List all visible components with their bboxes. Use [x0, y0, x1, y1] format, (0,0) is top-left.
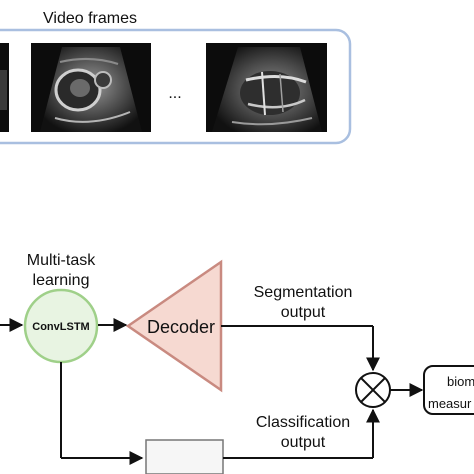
ultrasound-frame-partial: [0, 43, 9, 132]
classifier-box: [145, 439, 224, 474]
biometric-measurement-box: [423, 365, 474, 415]
multitask-label-line2: learning: [33, 272, 90, 289]
ultrasound-frame-1: [31, 43, 151, 132]
video-frames-title: Video frames: [43, 10, 137, 27]
frames-ellipsis: ...: [168, 85, 181, 102]
segmentation-output-line1: Segmentation: [254, 284, 353, 301]
classification-output-line2: output: [281, 434, 326, 451]
classification-output-line1: Classification: [256, 414, 350, 431]
convlstm-label: ConvLSTM: [32, 321, 89, 333]
biometric-label-line1: biom: [447, 374, 474, 389]
multitask-label-line1: Multi-task: [27, 252, 96, 269]
multiply-node: [355, 372, 391, 408]
ultrasound-frame-2: [206, 43, 327, 132]
segmentation-output-line2: output: [281, 304, 326, 321]
decoder-label: Decoder: [147, 317, 215, 337]
biometric-label-line2: measur: [428, 396, 472, 411]
